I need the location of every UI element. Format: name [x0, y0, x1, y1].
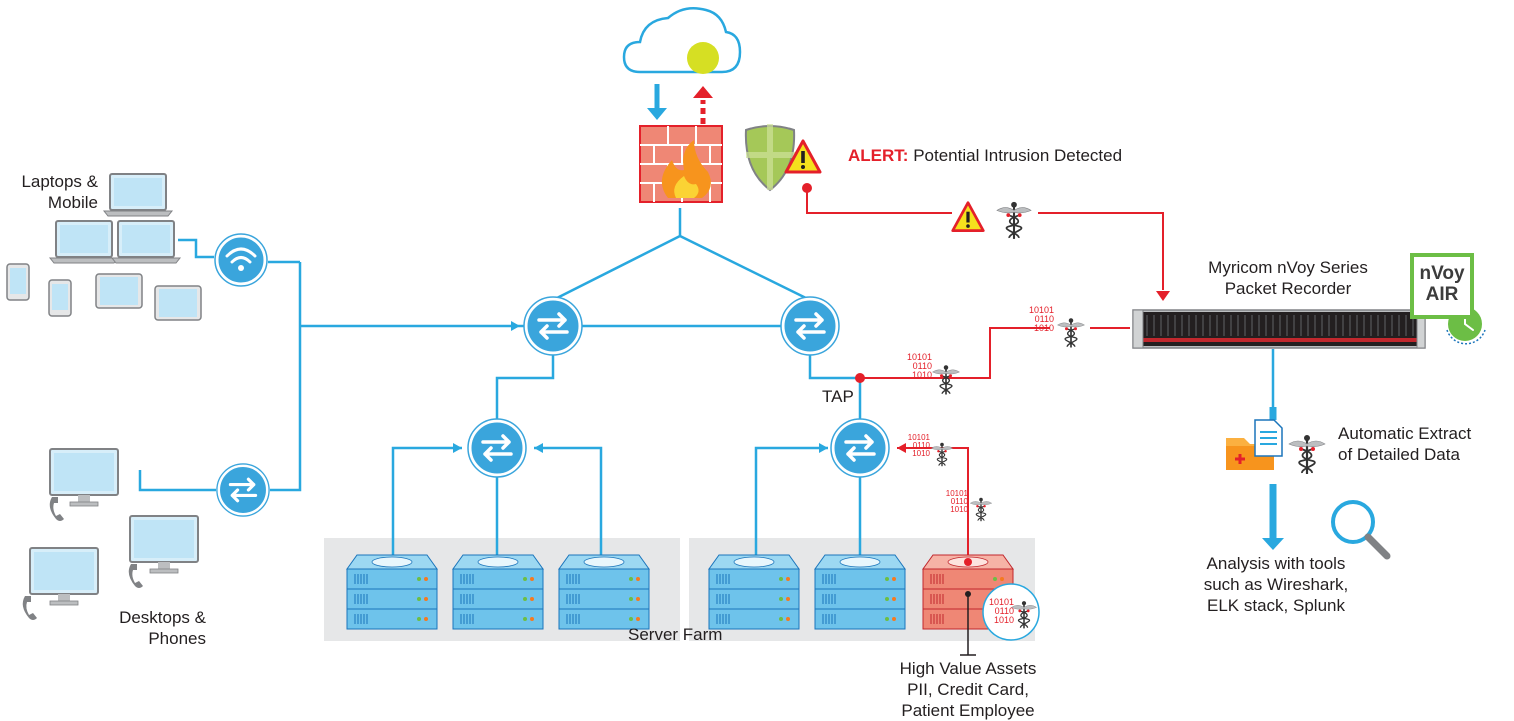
phone-icon: [48, 279, 72, 317]
caduceus-icon: [995, 200, 1033, 240]
firewall-icon: [639, 125, 723, 203]
data-badge: [982, 583, 1040, 641]
switch-icon: [779, 295, 841, 357]
sun-icon: [687, 42, 719, 74]
server-icon: [346, 554, 438, 630]
switch-icon: [522, 295, 584, 357]
server-icon: [708, 554, 800, 630]
packet-recorder-icon: [1132, 309, 1426, 349]
caduceus-icon: [931, 364, 961, 396]
switch-icon: [466, 417, 528, 479]
desktop-icon: [129, 515, 199, 574]
desktop-icon: [29, 547, 99, 606]
phone-icon: [6, 263, 30, 301]
phone-handset-icon: [128, 564, 143, 588]
alert-links: [806, 188, 1164, 562]
caduceus-icon: [1287, 433, 1327, 476]
laptop-icon: [49, 220, 119, 264]
caduceus-icon: [969, 497, 993, 522]
laptop-icon: [111, 220, 181, 264]
network-links: [138, 208, 1275, 562]
server-farm-label: Server Farm: [628, 625, 723, 644]
tablet-icon: [95, 273, 143, 309]
phone-handset-icon: [49, 497, 64, 521]
shield-icon: [744, 124, 796, 192]
caduceus-icon: [930, 442, 954, 467]
laptops-mobile-label: Laptops &Mobile: [21, 172, 98, 212]
wifi-icon: [214, 233, 268, 287]
alert-label: ALERT: Potential Intrusion Detected: [848, 146, 1123, 165]
magnifier-icon: [1331, 500, 1391, 560]
tap-label: TAP: [822, 387, 854, 406]
tap-point: [855, 373, 865, 383]
switch-icon: [829, 417, 891, 479]
caduceus-icon: [1056, 317, 1086, 349]
server-icon: [452, 554, 544, 630]
server-icon: [814, 554, 906, 630]
folder-icon: [1226, 438, 1274, 470]
document-icon: [1254, 419, 1283, 457]
cloud-icon: [622, 7, 742, 74]
desktop-icon: [49, 448, 119, 507]
desktops-phones-label: Desktops &Phones: [119, 608, 206, 648]
server-icon: [558, 554, 650, 630]
switch-icon: [215, 462, 271, 518]
phone-handset-icon: [22, 596, 37, 620]
tablet-icon: [154, 285, 202, 321]
warning-icon: [951, 201, 985, 232]
laptop-icon: [103, 173, 173, 217]
